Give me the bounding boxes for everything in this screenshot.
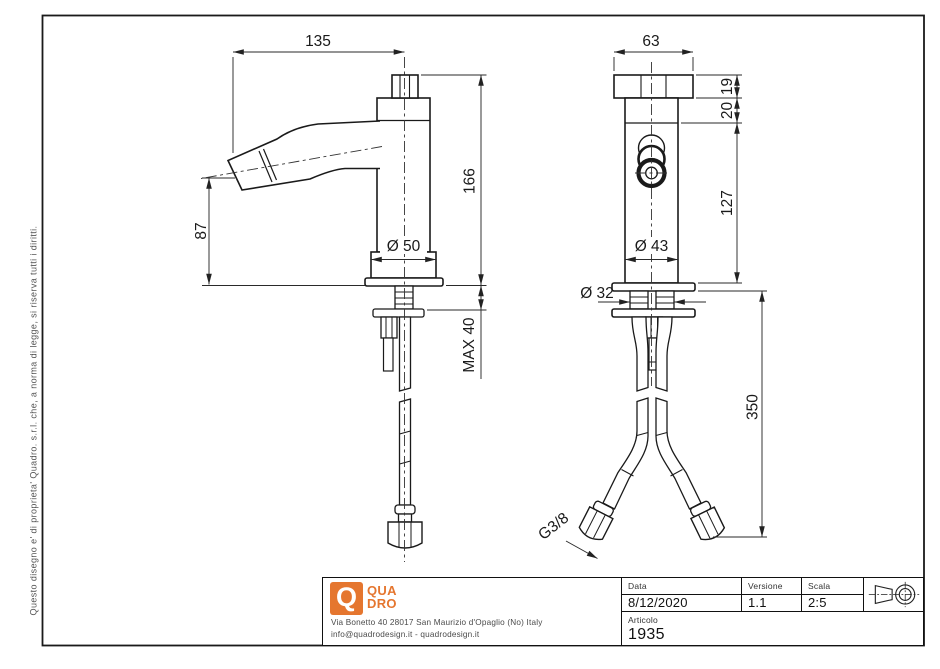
spout-front [613,74,694,99]
hose-fitting-right [689,500,726,541]
mounting-washer-side [372,308,425,318]
hose-left-lower [602,397,649,510]
field-value-versione: 1.1 [741,595,801,611]
dim-body-height: 127 [719,190,736,216]
projection-symbol-cell [863,578,923,611]
dim-hose-length: 350 [745,394,762,420]
company-contacts: info@quadrodesign.it - quadrodesign.it [331,629,480,639]
company-panel: Q QUA DRO Via Bonetto 40 28017 San Mauri… [323,578,622,645]
company-info: Via Bonetto 40 28017 San Maurizio d'Opag… [331,617,543,640]
field-label-data: Data [622,578,741,595]
hose-right-upper [655,316,673,392]
logo-word-top: QUA [367,583,397,598]
article-label: Articolo [628,615,658,625]
field-label-scala: Scala [801,578,863,595]
dim-handle-height: 19 [719,78,736,95]
company-address: Via Bonetto 40 28017 San Maurizio d'Opag… [331,618,543,627]
logo-initial: Q [335,582,357,612]
logo-q-icon: Q [330,582,363,615]
spout [228,121,380,190]
ownership-note: Questo disegno e' di proprieta' Quadro. … [28,225,39,616]
article-cell: Articolo 1935 [622,611,923,645]
deck-flange-side [364,277,444,287]
deck-flange-front [611,282,696,292]
dim-spout-height: 87 [193,222,210,239]
article-number: 1935 [628,626,665,643]
logo-wordmark: QUA DRO [367,584,397,610]
field-label-versione: Versione [741,578,801,595]
dim-body-diameter-front: Ø 43 [635,238,669,255]
body-base-side [370,251,437,279]
label-backer [380,237,427,254]
title-block-fields: Data Versione Scala 8/12/2020 1.1 2:5 [622,578,923,645]
dimension-lines [202,49,767,559]
hose-fitting-left [578,500,614,541]
dim-hole-diameter: Ø 32 [580,285,614,302]
title-block: Q QUA DRO Via Bonetto 40 28017 San Mauri… [322,577,924,646]
faucet-side-view [226,74,444,549]
hose-side-upper [398,316,412,392]
hose-side-lower [398,398,412,506]
dim-max-counter: MAX 40 [461,317,478,373]
dim-thread: G3/8 [535,510,572,544]
dim-neck-height: 20 [719,102,736,120]
hose-right-lower [655,397,702,510]
sheet-frame [41,14,925,647]
mounting-washer-front [611,308,696,318]
quadro-logo: Q QUA DRO [330,582,397,615]
hose-left-upper [631,316,649,392]
handle-knob-side [391,74,419,99]
mounting-stud-side [382,337,394,372]
dim-width-side: 135 [305,33,331,50]
label-backer [628,237,675,254]
field-value-data: 8/12/2020 [628,595,688,610]
dim-width-front: 63 [642,33,659,50]
dim-body-diameter-side: Ø 50 [387,238,421,255]
first-angle-projection-icon [868,581,919,608]
dim-total-height: 166 [462,168,479,194]
hose-fitting-side [387,521,423,549]
logo-word-bottom: DRO [367,596,397,611]
center-lines [200,57,668,562]
field-value-scala: 2:5 [801,595,863,611]
